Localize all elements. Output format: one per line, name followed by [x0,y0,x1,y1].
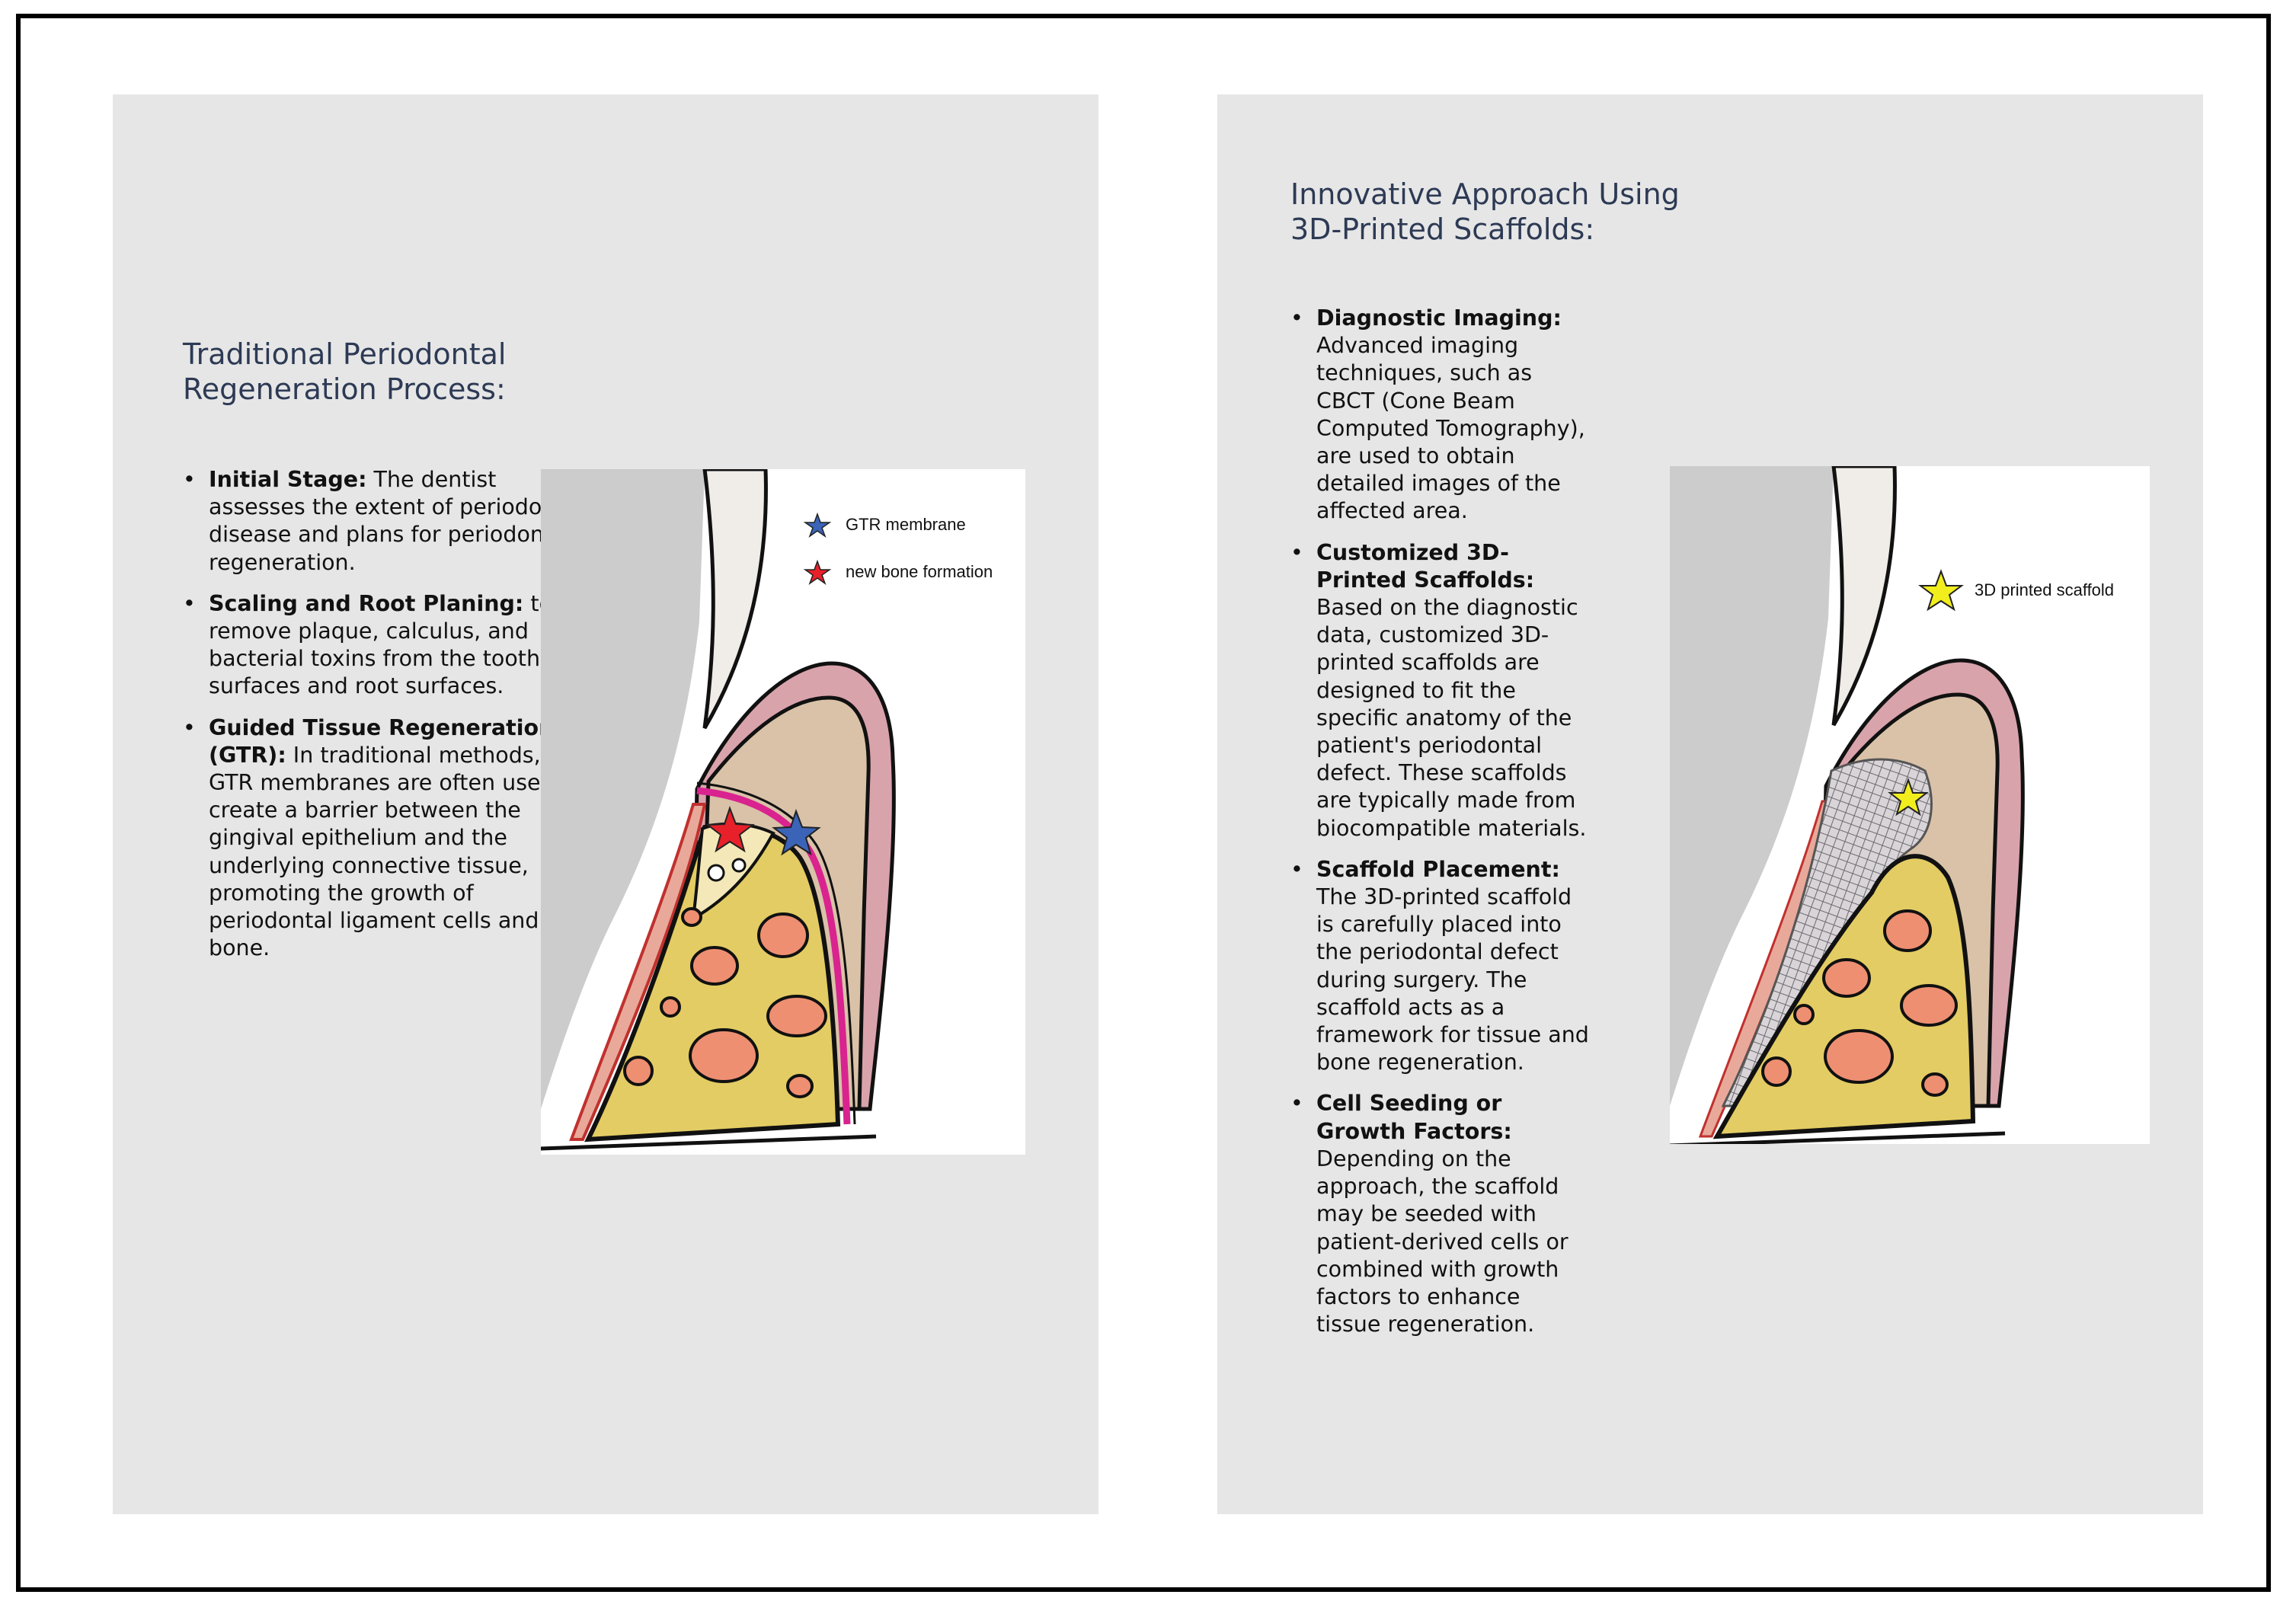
marrow-space [623,1056,654,1086]
new-bone-pore [707,864,725,882]
gtr-membrane-outline [696,781,856,1125]
marrow-space [766,995,827,1037]
step-title: Guided Tissue Regeneration (GTR): [209,714,555,768]
marrow-space [1793,1004,1815,1025]
traditional-heading: Traditional Periodontal Regeneration Pro… [183,337,507,407]
new-bone-pore [731,858,747,873]
legend-bone-label: new bone formation [846,562,993,581]
marrow-space [757,912,809,958]
innovative-heading: Innovative Approach Using 3D-Printed Sca… [1290,177,1680,247]
step-text: Depending on the approach, the scaffold … [1316,1146,1569,1337]
gtr-membrane-shape [696,787,851,1125]
step-title: Initial Stage: [209,467,367,492]
periodontal-ligament-shape [569,803,707,1141]
marrow-space [1921,1072,1949,1097]
list-item: Diagnostic Imaging: Advanced imaging tec… [1290,305,1591,526]
traditional-heading-line2: Regeneration Process: [183,372,506,406]
tooth-root-shape [541,469,705,1109]
legend-gtr-label: GTR membrane [846,515,966,534]
step-text: Based on the diagnostic data, customized… [1316,595,1587,841]
list-item: Initial Stage: The dentist assesses the … [183,466,587,577]
legend-scaffold-label: 3D printed scaffold [1975,580,2115,599]
legend-star-gtr-icon [803,512,832,538]
list-item: Customized 3D-Printed Scaffolds: Based o… [1290,539,1591,842]
scaffold-diagram: 3D printed scaffold [1670,466,2150,1144]
legend-star-scaffold-icon [1918,569,1964,612]
list-item: Guided Tissue Regeneration (GTR): In tra… [183,714,587,963]
panel-innovative: Innovative Approach Using 3D-Printed Sca… [1217,94,2203,1514]
scaffold-illustration [1670,466,2025,1144]
step-text: to remove plaque, calculus, and bacteria… [209,590,553,699]
tooth-crown-shape [702,469,768,730]
innovative-steps-list: Diagnostic Imaging: Advanced imaging tec… [1290,305,1591,1352]
step-text: In traditional methods, GTR membranes ar… [209,742,584,961]
marrow-space [786,1074,814,1098]
marrow-space [1824,1029,1894,1084]
traditional-heading-line1: Traditional Periodontal [183,337,507,371]
marrow-space [681,907,702,927]
ground-line [541,1134,877,1151]
ground-line [1670,1131,2006,1144]
step-title: Diagnostic Imaging: [1316,305,1562,331]
step-text: The 3D-printed scaffold is carefully pla… [1316,884,1589,1075]
step-text: The dentist assesses the extent of perio… [209,467,584,575]
tooth-crown-shape [1831,466,1897,727]
gtr-membrane-star-marker [772,809,821,856]
step-text: Advanced imaging techniques, such as CBC… [1316,333,1585,524]
step-title: Cell Seeding or Growth Factors: [1316,1091,1512,1144]
gtr-diagram: GTR membrane new bone formation [541,469,1025,1155]
marrow-space [690,946,739,986]
panel-traditional: Traditional Periodontal Regeneration Pro… [113,94,1098,1514]
marrow-space [1900,984,1958,1027]
marrow-space [1761,1056,1792,1087]
list-item: Scaffold Placement: The 3D-printed scaff… [1290,856,1591,1077]
step-title: Scaffold Placement: [1316,856,1560,882]
marrow-space [660,996,681,1018]
step-title: Customized 3D-Printed Scaffolds: [1316,539,1535,593]
legend-star-bone-icon [803,559,832,585]
tooth-root-shape [1670,466,1834,1106]
new-bone-star-marker [705,806,755,853]
list-item: Scaling and Root Planing: to remove plaq… [183,590,587,701]
marrow-space [1822,958,1871,998]
innovative-heading-line1: Innovative Approach Using [1290,177,1680,211]
innovative-heading-line2: 3D-Printed Scaffolds: [1290,213,1595,246]
scaffold-star-marker [1888,777,1929,816]
step-title: Scaling and Root Planing: [209,590,524,616]
marrow-space [1883,909,1932,952]
traditional-steps-list: Initial Stage: The dentist assesses the … [183,466,587,976]
page-border [16,14,2271,1592]
marrow-space [689,1028,759,1083]
gtr-illustration [541,469,896,1151]
list-item: Cell Seeding or Growth Factors: Dependin… [1290,1090,1591,1338]
